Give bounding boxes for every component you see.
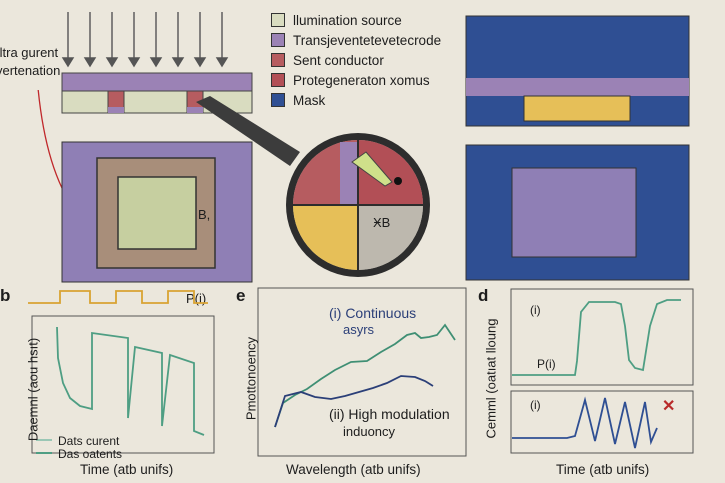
zoom-dot (394, 177, 402, 185)
legend-item-conductor: Sent conductor (271, 51, 384, 69)
zoom-wedge (196, 96, 300, 166)
legend-label: Sent conductor (293, 52, 384, 68)
inner-label: B, (198, 207, 211, 222)
legend-swatch (271, 73, 285, 87)
zoom-quadrant-bottomright (358, 205, 423, 270)
legend-item-mask: Mask (271, 91, 325, 109)
arrow (149, 12, 163, 68)
zoom-probe (351, 151, 393, 187)
mask-source-block (523, 95, 631, 122)
panel-d-cross-icon: ✕ (662, 398, 676, 415)
illumination-arrows (61, 12, 229, 68)
top-view-core (117, 176, 197, 250)
panel-d-chart (510, 288, 694, 454)
panel-d-top-frame (510, 288, 694, 386)
arrow (105, 12, 119, 68)
panel-e-series-ii (274, 375, 434, 428)
panel-d-xlabel: Time (atb unifs) (556, 462, 650, 477)
arrow (127, 12, 141, 68)
zoom-quadrant-topright (358, 140, 423, 205)
zoom-label: ӾB (373, 215, 391, 230)
panel-e-plot-frame (257, 287, 467, 457)
panel-d-p-label: P(i) (537, 357, 556, 371)
zoom-electrode-strip (340, 142, 358, 205)
arrow (171, 12, 185, 68)
arrow (193, 12, 207, 68)
panel-d-top-trace (512, 299, 681, 376)
panel-e-ylabel: Pmottonoency (243, 336, 259, 421)
arrow (83, 12, 97, 68)
panel-b-chart (28, 290, 215, 454)
panel-b-legend-1: Dats curent (58, 434, 120, 448)
mask-electrode-band (466, 78, 689, 96)
arrow (215, 12, 229, 68)
legend-item-electrode: Transjeventetevetecrode (271, 31, 441, 49)
panel-e-label-i-2: asyrs (343, 322, 375, 337)
legend-swatch (271, 93, 285, 107)
legend-item-protegeneraton: Protegeneraton xomus (271, 71, 430, 89)
legend-swatch (271, 53, 285, 67)
panel-e-label-ii-2: induoncy (343, 424, 396, 439)
conductor-strip-left (108, 107, 124, 113)
panel-d-bottom-trace (512, 396, 658, 449)
legend-label: Mask (293, 92, 326, 108)
legend-label: Protegeneraton xomus (293, 72, 430, 88)
panel-e-label-ii-1: (ii) High modulation (329, 406, 450, 422)
panel-letter-d: d (478, 286, 489, 305)
panel-d-ylabel: Cemml (oatıat lloung (483, 318, 499, 439)
panel-b-ylabel: Daemnl (aou hsıt) (25, 337, 41, 442)
electrode-layer (61, 72, 253, 92)
panel-d-bottom-frame (510, 390, 694, 454)
side-label-1: ıltra gurent (0, 45, 59, 60)
side-label-2: vertenation (0, 63, 61, 78)
mask-top-view-window (511, 167, 637, 258)
panel-e-xlabel: Wavelength (atb unifs) (286, 462, 421, 477)
panel-b-xlabel: Time (atb unifs) (80, 462, 174, 477)
panel-b-legend-2: Das oatents (58, 447, 123, 461)
panel-b-pulse-train (28, 290, 208, 304)
panel-e-series-i (274, 323, 456, 428)
mask-cross-section (465, 15, 690, 127)
legend-label: Transjeventetevetecrode (293, 32, 442, 48)
zoom-quadrants (293, 140, 423, 270)
panel-d-top-label: (i) (530, 303, 541, 317)
panel-b-plot-frame (31, 315, 215, 454)
conductor-strip-right (187, 107, 203, 113)
panel-letter-e: e (236, 286, 246, 305)
panel-e-chart (257, 287, 467, 457)
panel-b-current-trace (56, 326, 205, 436)
zoom-quadrant-bottomleft (293, 205, 358, 270)
panel-d-bottom-label: (i) (530, 398, 541, 412)
legend-label: llumination source (293, 12, 402, 28)
legend-item-illumination: llumination source (271, 11, 402, 29)
legend-swatch (271, 13, 285, 27)
arrow (61, 12, 75, 68)
mask-top-view (465, 144, 690, 281)
panel-e-label-i-1: (i) Continuous (329, 305, 417, 321)
panel-letter-b: b (0, 286, 11, 305)
legend-swatch (271, 33, 285, 47)
device-top-view (37, 90, 430, 283)
